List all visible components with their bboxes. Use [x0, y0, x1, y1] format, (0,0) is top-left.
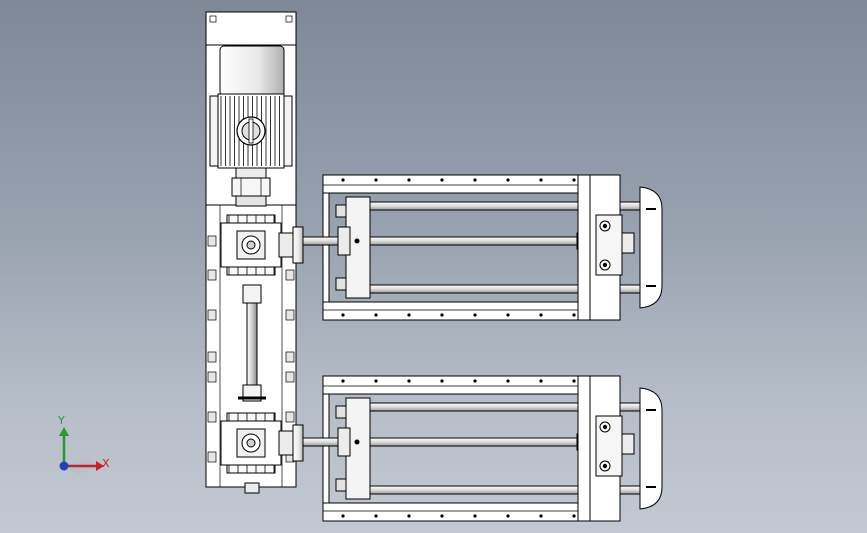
axis-triad: [59, 427, 104, 474]
y-axis-head: [59, 427, 69, 436]
gear-reducer-upper[interactable]: [220, 214, 304, 276]
z-axis-dot: [59, 461, 69, 471]
x-axis-label: X: [102, 457, 110, 470]
linear-actuator-lower[interactable]: [302, 375, 663, 522]
electric-motor[interactable]: [209, 45, 293, 207]
linear-actuator-upper[interactable]: [302, 174, 663, 321]
x-axis-head: [96, 461, 104, 471]
y-axis-label: Y: [58, 414, 65, 427]
drive-shaft[interactable]: [238, 284, 266, 494]
gear-reducer-lower[interactable]: [220, 412, 304, 474]
